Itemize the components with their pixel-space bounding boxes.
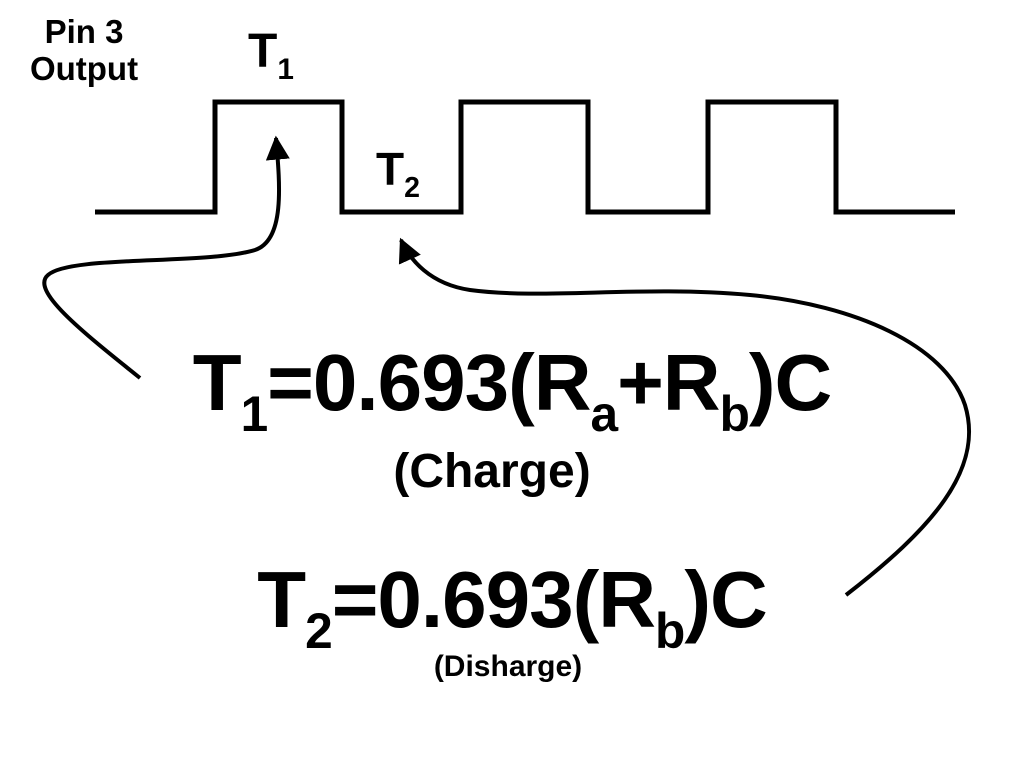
charge-formula-part1: =0.693(R <box>267 338 591 427</box>
discharge-formula: T2=0.693(Rb)C <box>0 560 1024 656</box>
pin-label-line1: Pin 3 <box>44 13 124 50</box>
charge-note: (Charge) <box>393 445 591 498</box>
t2-marker-sub: 2 <box>404 171 420 204</box>
t2-waveform-label: T2 <box>376 143 420 202</box>
discharge-formula-lhs-sub: 2 <box>305 602 333 659</box>
discharge-note: (Disharge) <box>433 650 583 683</box>
discharge-formula-sub-b: b <box>655 602 685 659</box>
discharge-arrow <box>398 237 972 597</box>
t2-marker-main: T <box>376 143 405 195</box>
charge-formula-sub-b: b <box>719 385 750 442</box>
t1-marker-main: T <box>248 25 278 78</box>
discharge-formula-part2: )C <box>684 555 767 644</box>
charge-formula-sub-a: a <box>590 385 618 442</box>
discharge-formula-lhs: T <box>257 555 306 644</box>
charge-formula-lhs-sub: 1 <box>240 385 269 442</box>
charge-formula-lhs: T <box>192 338 242 427</box>
discharge-formula-part1: =0.693(R <box>331 555 656 644</box>
charge-formula: T1=0.693(Ra+Rb)C <box>0 343 1024 439</box>
pin-label-line2: Output <box>29 49 139 87</box>
charge-arrow <box>42 135 290 380</box>
t1-waveform-label: T1 <box>248 25 294 85</box>
t1-marker-sub: 1 <box>277 53 294 87</box>
charge-formula-part3: )C <box>748 338 832 427</box>
pin-output-label: Pin 3 Output <box>14 13 154 88</box>
square-wave <box>95 99 955 215</box>
charge-formula-part2: +R <box>617 338 720 427</box>
